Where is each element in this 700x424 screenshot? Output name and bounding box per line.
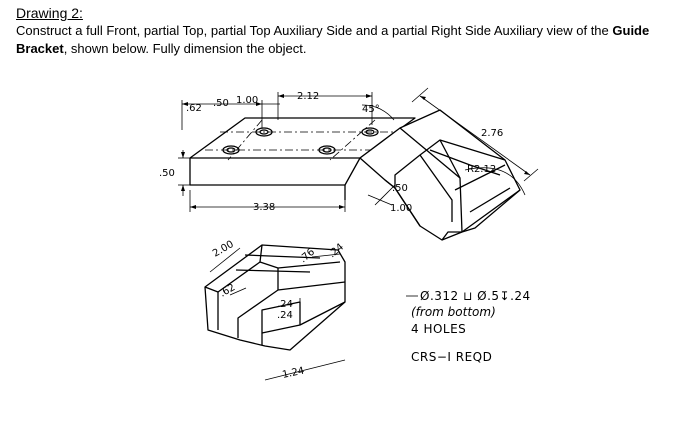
dim-50a: .50 [213, 98, 229, 109]
from-bottom-note: (from bottom) [411, 305, 496, 319]
dim-100: 1.00 [236, 95, 258, 106]
dim-24c: .24 [277, 310, 293, 321]
upper-dimension-lines [178, 87, 539, 212]
instruction-pre: Construct a full Front, partial Top, par… [16, 23, 613, 38]
dim-50-slot: .50 [392, 183, 408, 194]
quantity-required-note: CRS−I REQD [411, 350, 492, 364]
part-name: Guide Bracket [16, 23, 650, 56]
dim-24b: .24 [277, 299, 293, 310]
base-plate [189, 117, 416, 200]
instruction-post: , shown below. Fully dimension the objec… [63, 41, 307, 56]
dim-62: .62 [186, 103, 202, 114]
dim-r212: R2.12 [467, 164, 496, 175]
mounting-holes [222, 127, 379, 155]
lower-guide-block [204, 244, 346, 351]
drawing-title: Drawing 2: [16, 5, 83, 21]
arrowheads [181, 94, 530, 209]
hole-spec-note: Ø.312 ⊔ Ø.5↧.24 [420, 289, 531, 303]
dim-338: 3.38 [253, 202, 275, 213]
dim-124: 1.24 [281, 366, 305, 381]
dim-100-slot: 1.00 [390, 203, 412, 214]
dim-50-base: .50 [159, 168, 175, 179]
dim-45-deg: 45° [362, 104, 380, 115]
drawing-notes: Ø.312 ⊔ Ø.5↧.24 (from bottom) 4 HOLES CR… [406, 289, 531, 364]
drawing-header: Drawing 2: Construct a full Front, parti… [16, 4, 686, 58]
dim-212: 2.12 [297, 91, 319, 102]
dim-276: 2.76 [481, 128, 503, 139]
lower-dimension-lines [209, 247, 346, 381]
holes-count-note: 4 HOLES [411, 322, 466, 336]
dim-200: 2.00 [211, 239, 236, 260]
drawing-instructions: Construct a full Front, partial Top, par… [16, 22, 686, 58]
